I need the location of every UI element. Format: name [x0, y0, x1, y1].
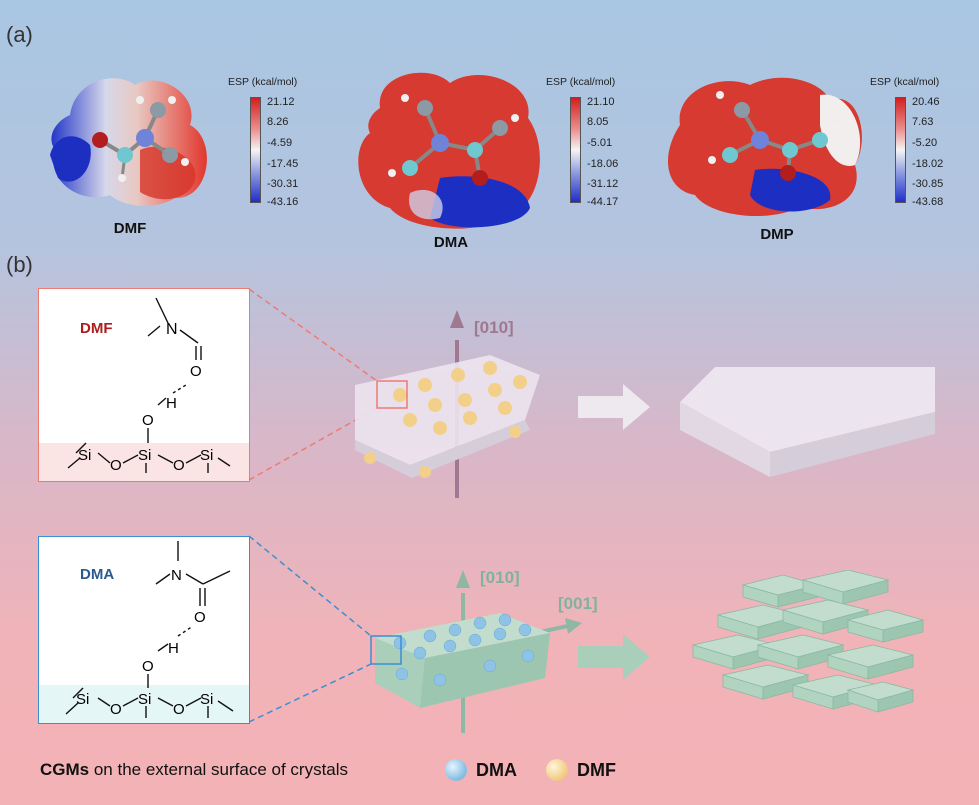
dmp-colorbar — [895, 97, 906, 203]
legend-caption-text: on the external surface of crystals — [89, 760, 349, 779]
dma-h-bond-structure: N O H O Si O Si O Si — [65, 541, 234, 718]
dma-tick: -44.17 — [587, 196, 619, 208]
dmp-tick: 20.46 — [912, 96, 940, 108]
dmf-o-atom: O — [173, 457, 185, 474]
dmf-zoom-box — [38, 288, 250, 482]
dmf-ball-stick — [92, 96, 189, 182]
dma-tick: -18.06 — [587, 158, 619, 170]
dma-tick: 8.05 — [587, 116, 609, 128]
dmf-process-arrow — [578, 384, 650, 430]
dma-silica-surface — [39, 685, 249, 723]
dmf-o-silanol: O — [142, 412, 154, 429]
legend-dmf-label: DMF — [577, 760, 616, 780]
dma-tick: 21.10 — [587, 96, 615, 108]
dma-solvent-label: DMA — [80, 566, 115, 583]
dmf-name: DMF — [113, 220, 147, 237]
dmf-tick: -17.45 — [267, 158, 299, 170]
dmp-esp-title: ESP (kcal/mol) — [870, 76, 940, 88]
dmp-tick: -18.02 — [912, 158, 944, 170]
dma-esp-title: ESP (kcal/mol) — [546, 76, 616, 88]
dmf-colorbar — [250, 97, 261, 203]
dmf-plate-crystal — [680, 367, 935, 477]
dmp-tick: -30.85 — [912, 178, 944, 190]
dmp-ball-stick — [708, 91, 839, 181]
dma-esp-surface — [358, 72, 540, 229]
panel-b-label: (b) — [6, 252, 33, 277]
dma-name: DMA — [433, 234, 469, 251]
dma-h-atom: H — [168, 640, 179, 657]
dma-axis-001: [001] — [558, 594, 598, 613]
legend-caption: CGMs on the external surface of crystals — [40, 760, 348, 780]
dma-crystal — [370, 570, 582, 733]
dma-n-atom: N — [171, 567, 182, 584]
dmp-tick: -43.68 — [912, 196, 944, 208]
dmf-o-carbonyl: O — [190, 363, 202, 380]
dmf-esp-title: ESP (kcal/mol) — [228, 76, 298, 88]
dmf-axis-010: [010] — [474, 318, 514, 337]
dmf-crystal — [355, 310, 540, 498]
dmp-tick: -5.20 — [912, 137, 938, 149]
dma-process-arrow — [578, 634, 650, 680]
dma-si-atom: Si — [76, 691, 89, 708]
dmf-tick: -4.59 — [267, 137, 293, 149]
dma-si-atom: Si — [200, 691, 213, 708]
legend-dmf-swatch — [546, 759, 568, 781]
dmf-tick: -43.16 — [267, 196, 299, 208]
dma-ball-stick — [388, 94, 519, 186]
dmf-h-atom: H — [166, 395, 177, 412]
dmf-tick: -30.31 — [267, 178, 299, 190]
legend-dma-label: DMA — [476, 760, 517, 780]
dmf-tick: 8.26 — [267, 116, 289, 128]
dma-si-atom: Si — [138, 691, 151, 708]
dma-colorbar — [570, 97, 581, 203]
dmp-name: DMP — [760, 226, 794, 243]
dmf-o-atom: O — [110, 457, 122, 474]
dmf-si-atom: Si — [138, 447, 151, 464]
dmf-solvent-label: DMF — [80, 320, 113, 337]
dma-stacked-crystals — [691, 570, 925, 713]
dma-zoom-box — [38, 536, 250, 724]
dmf-si-atom: Si — [78, 447, 91, 464]
dmf-h-bond-structure: N O H O Si O Si O Si — [67, 297, 231, 474]
dmf-silica-surface — [39, 443, 249, 481]
dmf-tick: 21.12 — [267, 96, 295, 108]
dmf-si-atom: Si — [200, 447, 213, 464]
dma-tick: -31.12 — [587, 178, 619, 190]
dma-o-atom: O — [110, 701, 122, 718]
dmp-tick: 7.63 — [912, 116, 934, 128]
dma-axis-010: [010] — [480, 568, 520, 587]
dmf-n-atom: N — [166, 321, 178, 338]
dmp-esp-surface — [668, 77, 862, 217]
legend-cgms: CGMs — [40, 760, 90, 779]
dma-o-silanol: O — [142, 658, 154, 675]
dmf-esp-surface — [50, 78, 207, 206]
dma-tick: -5.01 — [587, 137, 613, 149]
legend-dma-swatch — [445, 759, 467, 781]
dma-o-carbonyl: O — [194, 609, 206, 626]
dma-o-atom: O — [173, 701, 185, 718]
panel-a-label: (a) — [6, 22, 33, 47]
